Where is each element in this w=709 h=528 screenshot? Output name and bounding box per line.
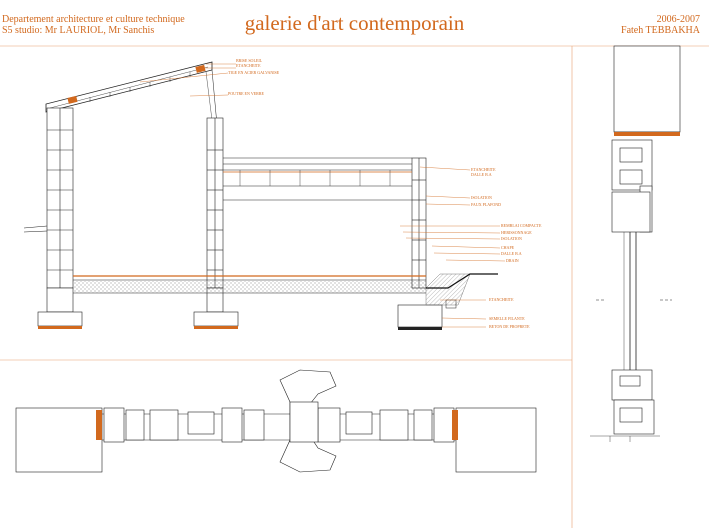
ground-slab	[73, 275, 426, 294]
year-label: 2006-2007	[656, 14, 700, 25]
label-etancheite-wall: ETANCHEITE	[489, 297, 514, 302]
label-faux-plafond: FAUX PLAFOND	[471, 202, 501, 207]
building-section: BRISE SOLEIL ETANCHEITE TIGE EN ACIER GA…	[23, 58, 542, 330]
label-dalle-slab: DALLE B.A	[471, 172, 492, 177]
leader-lines	[139, 63, 506, 328]
label-chape: CHAPE	[501, 245, 515, 250]
section-callouts: BRISE SOLEIL ETANCHEITE TIGE EN ACIER GA…	[228, 58, 542, 329]
right-wall	[397, 157, 443, 328]
middle-footing-concrete	[194, 326, 238, 329]
left-canopy	[23, 225, 48, 233]
middle-wall	[193, 117, 239, 327]
label-dalle-floor: DALLE B.A	[501, 251, 522, 256]
left-wall	[37, 107, 83, 327]
label-poutre-verre: POUTRE EN VERRE	[228, 91, 264, 96]
page-title: galerie d'art contemporain	[244, 11, 465, 35]
slab-ribs	[239, 170, 391, 186]
roof	[45, 61, 223, 181]
upper-slab	[223, 157, 412, 201]
label-tige-acier: TIGE EN ACIER GALVANISE	[228, 70, 280, 75]
label-remblai: REMBLAI COMPACTE	[501, 223, 542, 228]
label-semelle: SEMELLE FILANTE	[489, 316, 525, 321]
author-label: Fateh TEBBAKHA	[621, 25, 700, 36]
label-isolation-slab: ISOLATION	[471, 195, 492, 200]
exterior-ground	[425, 273, 498, 309]
right-footing-base	[398, 327, 442, 330]
label-drain: DRAIN	[506, 258, 519, 263]
horizontal-plan-detail	[15, 369, 537, 473]
studio-label: S5 studio: Mr LAURIOL, Mr Sanchis	[2, 25, 155, 36]
label-herissonnage: HERISSONNAGE	[501, 230, 532, 235]
label-isolation-floor: ISOLATION	[501, 236, 522, 241]
vertical-window-detail	[590, 45, 681, 442]
label-etancheite-roof: ETANCHEITE	[236, 63, 261, 68]
label-beton-proprete: BETON DE PROPRETE	[489, 324, 530, 329]
left-footing-concrete	[38, 326, 82, 329]
label-brise-soleil: BRISE SOLEIL	[236, 58, 263, 63]
plan-insulation	[96, 410, 458, 440]
label-etancheite-slab: ETANCHEITE	[471, 167, 496, 172]
department-label: Departement architecture et culture tech…	[2, 14, 185, 25]
sheet-frame	[0, 45, 709, 528]
brise-soleil	[67, 64, 206, 104]
